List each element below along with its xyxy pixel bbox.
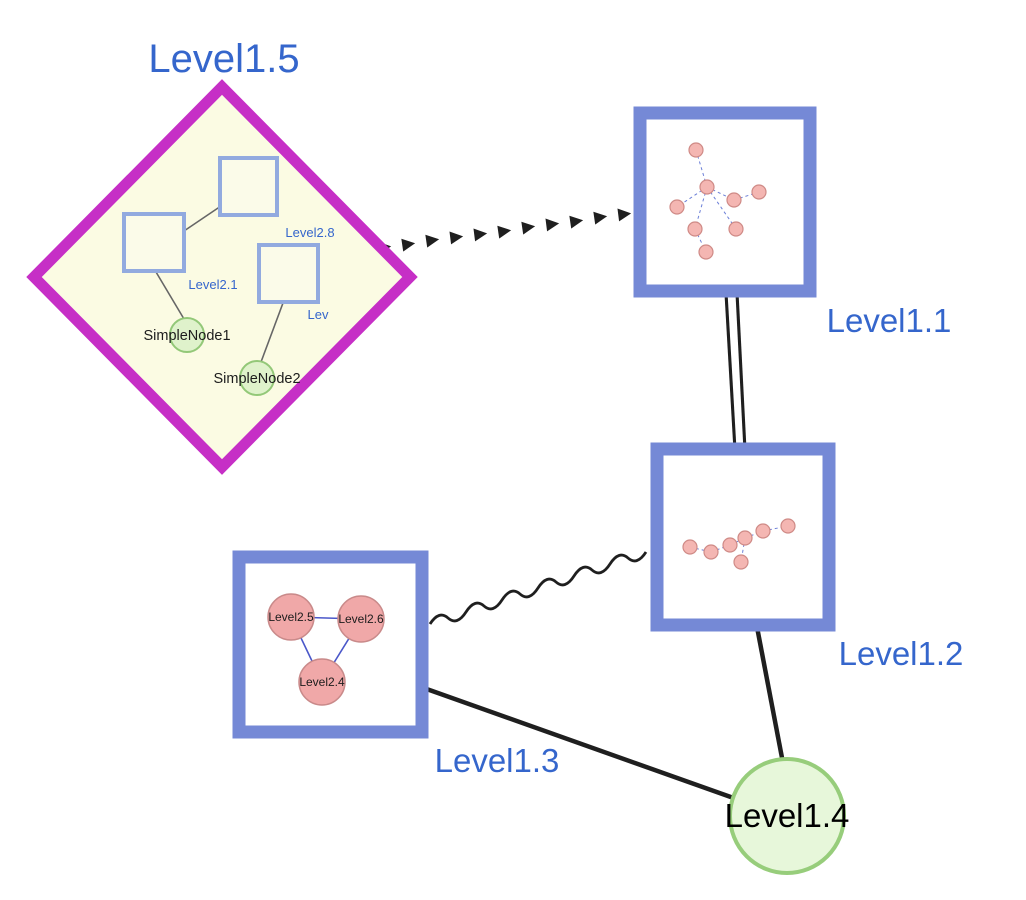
node-level12-group[interactable] bbox=[650, 442, 836, 632]
level14-circle[interactable] bbox=[728, 757, 846, 875]
label-level14: Level1.4 bbox=[725, 797, 850, 834]
mini-node bbox=[688, 142, 704, 158]
mini-node bbox=[698, 244, 714, 260]
edge-lev-to-simplenode2[interactable] bbox=[260, 302, 284, 363]
mini-node bbox=[751, 184, 767, 200]
node-simplenode1[interactable] bbox=[169, 317, 205, 353]
label-level15: Level1.5 bbox=[148, 37, 299, 81]
edge-level12-to-level14[interactable] bbox=[754, 626, 786, 764]
top-level-edges bbox=[377, 208, 786, 804]
level11-box[interactable] bbox=[633, 106, 817, 298]
mini-node bbox=[728, 221, 744, 237]
mini-edge bbox=[762, 525, 789, 532]
node-simplenode2[interactable] bbox=[239, 360, 275, 396]
edge-level21-to-simplenode1[interactable] bbox=[155, 271, 185, 320]
mini-node bbox=[699, 179, 715, 195]
label-level25: Level2.5 bbox=[268, 610, 314, 624]
label-lev: Lev bbox=[308, 307, 329, 322]
edge-level11-to-level12-line-b[interactable] bbox=[735, 292, 747, 451]
label-simplenode2: SimpleNode2 bbox=[213, 371, 300, 387]
mini-node bbox=[755, 523, 771, 539]
label-level28: Level2.8 bbox=[285, 225, 334, 240]
mini-node bbox=[726, 192, 742, 208]
label-level24: Level2.4 bbox=[299, 675, 345, 689]
mini-node bbox=[780, 518, 796, 534]
edge-level11-to-level12-line-a[interactable] bbox=[724, 292, 737, 451]
level15-inner-edges bbox=[155, 205, 284, 363]
label-level12: Level1.2 bbox=[839, 635, 964, 672]
mini-node bbox=[737, 530, 753, 546]
mini-node bbox=[687, 221, 703, 237]
label-level26: Level2.6 bbox=[338, 612, 384, 626]
node-level24[interactable] bbox=[298, 658, 346, 706]
label-simplenode1: SimpleNode1 bbox=[143, 328, 230, 344]
node-level25[interactable] bbox=[267, 593, 315, 641]
edge-level13-to-level12-wavy[interactable] bbox=[428, 551, 648, 625]
level12-mini-graph bbox=[682, 518, 796, 570]
mini-edge bbox=[694, 228, 707, 253]
node-level11-group[interactable] bbox=[633, 106, 817, 298]
node-level21-square[interactable] bbox=[122, 212, 186, 273]
mini-node bbox=[722, 537, 738, 553]
node-level14-group[interactable]: Level1.4 bbox=[725, 757, 850, 875]
node-level26[interactable] bbox=[337, 595, 385, 643]
level11-mini-graph bbox=[669, 142, 767, 260]
edge-level13-to-level14[interactable] bbox=[420, 684, 743, 804]
mini-node bbox=[682, 539, 698, 555]
level13-box[interactable] bbox=[232, 550, 429, 739]
node-level28-square[interactable] bbox=[218, 156, 279, 217]
mini-node bbox=[669, 199, 685, 215]
mini-node bbox=[703, 544, 719, 560]
edge-level15-to-level11-dashed-arrow[interactable] bbox=[377, 208, 632, 255]
mini-edge bbox=[733, 191, 760, 201]
label-level21: Level2.1 bbox=[188, 277, 237, 292]
mini-node bbox=[733, 554, 749, 570]
node-level15-group[interactable]: Level2.8 Level2.1 Lev SimpleNode1 Simple… bbox=[26, 79, 418, 475]
mini-edge bbox=[706, 186, 737, 230]
label-level11: Level1.1 bbox=[827, 302, 952, 339]
label-level13: Level1.3 bbox=[435, 742, 560, 779]
level15-diamond-shape[interactable] bbox=[26, 79, 418, 475]
node-lev-square[interactable] bbox=[257, 243, 320, 304]
node-level13-group[interactable]: Level2.5 Level2.6 Level2.4 bbox=[232, 550, 429, 739]
edge-level21-to-level28[interactable] bbox=[183, 205, 222, 232]
